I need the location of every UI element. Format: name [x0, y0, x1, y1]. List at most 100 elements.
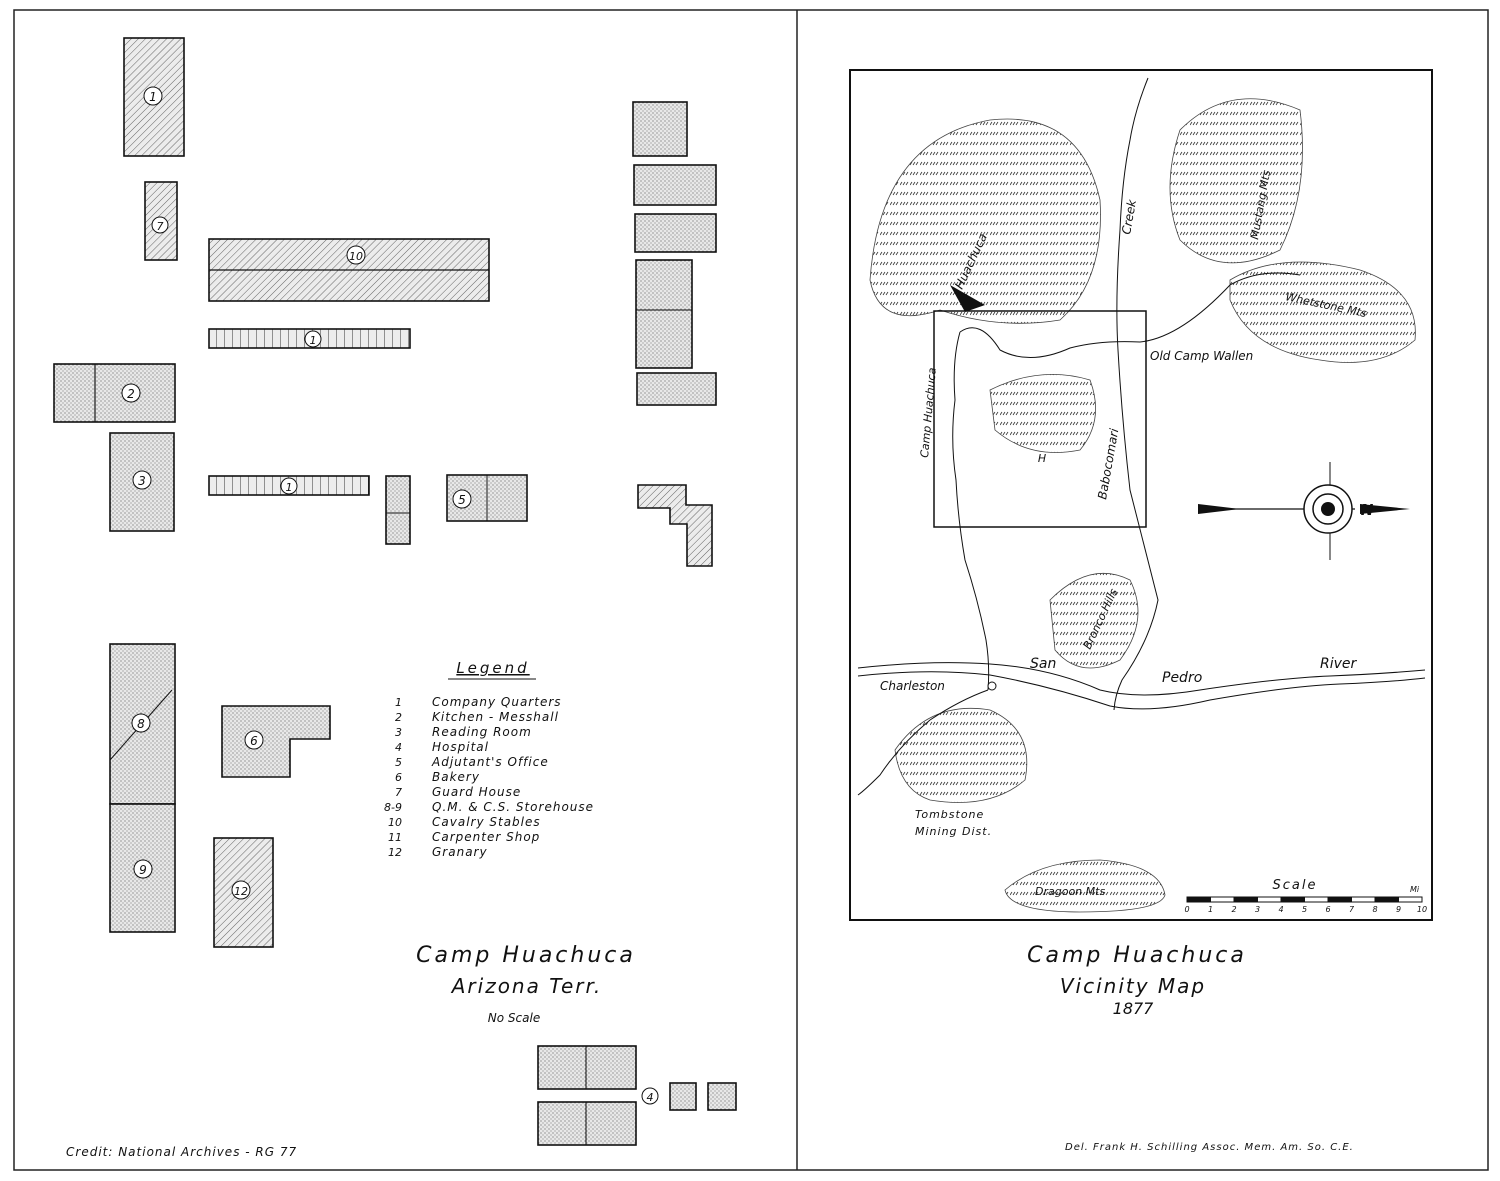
- building-officers-quarters: [633, 164, 717, 206]
- building-officers-quarters: [634, 213, 717, 253]
- scale-title: Scale: [1273, 878, 1318, 893]
- credit-line: Credit: National Archives - RG 77: [66, 1145, 297, 1159]
- legend-label: Carpenter Shop: [432, 830, 540, 844]
- plan-subtitle: Arizona Terr.: [450, 974, 603, 998]
- label-creek: Creek: [1119, 198, 1139, 236]
- building-number: 5: [458, 493, 466, 507]
- building-number: 2: [127, 387, 135, 401]
- legend-number: 5: [395, 756, 402, 769]
- building-4-hospital: [537, 1101, 637, 1146]
- scale-segment: [1210, 896, 1235, 903]
- label-river: River: [1320, 656, 1358, 672]
- scale-segment: [1186, 896, 1211, 903]
- babocomari-creek: [1113, 77, 1159, 711]
- scale-tick-label: 9: [1396, 905, 1401, 914]
- scale-segment: [1374, 896, 1399, 903]
- legend-label: Reading Room: [432, 725, 532, 739]
- building-4-hospital: [537, 1045, 637, 1090]
- legend-label: Q.M. & C.S. Storehouse: [432, 800, 594, 814]
- building-number: 10: [349, 250, 363, 263]
- building-number: 8: [137, 717, 145, 731]
- charleston-marker: [987, 681, 997, 691]
- building-number: 1: [149, 90, 157, 104]
- legend-number: 7: [395, 786, 402, 799]
- scale-tick-label: 4: [1278, 905, 1283, 914]
- post-plan: 1 7 10 1 2 3 1 5: [53, 37, 737, 1159]
- compass-rose-icon: N: [1198, 462, 1410, 560]
- label-hill: H: [1038, 452, 1046, 465]
- scale-tick-label: 0: [1184, 905, 1189, 914]
- building-officers-quarters: [632, 101, 688, 157]
- building-officers-quarters: [636, 372, 717, 406]
- san-pedro-river: [857, 662, 1426, 696]
- legend-label: Kitchen - Messhall: [432, 710, 559, 724]
- scale-tick-label: 5: [1302, 905, 1307, 914]
- label-dragoon: Dragoon Mts: [1035, 885, 1105, 898]
- legend-label: Cavalry Stables: [432, 815, 541, 829]
- scale-segment: [1280, 896, 1305, 903]
- legend-number: 2: [395, 711, 402, 724]
- plan-title: Camp Huachuca: [416, 943, 636, 968]
- building-number: 3: [138, 474, 146, 488]
- north-label: N: [1361, 501, 1374, 519]
- building-number: 1: [310, 334, 317, 347]
- building-officers-quarters: [635, 259, 693, 369]
- legend-number: 6: [395, 771, 402, 784]
- scale-segment: [1257, 896, 1282, 903]
- mountain-shading: [869, 98, 1416, 913]
- legend-label: Adjutant's Office: [431, 755, 549, 769]
- map-subtitle: Vicinity Map: [1060, 974, 1206, 998]
- building-number: 12: [234, 885, 248, 898]
- legend-label: Company Quarters: [432, 695, 562, 709]
- scale-segment: [1233, 896, 1258, 903]
- sheet-frame: [13, 9, 1489, 1171]
- label-tombstone: Tombstone: [915, 808, 984, 821]
- scale-tick-label: 1: [1208, 905, 1213, 914]
- label-old-camp: Old Camp Wallen: [1150, 349, 1253, 363]
- building-hospital-annex: [707, 1082, 737, 1111]
- legend-number: 8-9: [384, 801, 402, 814]
- drafter-credit: Del. Frank H. Schilling Assoc. Mem. Am. …: [1065, 1142, 1354, 1153]
- building-2-messhall: [53, 363, 176, 423]
- scale-segment: [1327, 896, 1352, 903]
- legend-number: 3: [395, 726, 402, 739]
- building-number: 9: [139, 863, 147, 877]
- legend-label: Bakery: [432, 770, 480, 784]
- scale-tick-label: 3: [1255, 905, 1260, 914]
- map-title: Camp Huachuca: [1027, 943, 1247, 968]
- building-number: 6: [250, 734, 258, 748]
- legend-label: Guard House: [432, 785, 521, 799]
- legend-label: Hospital: [432, 740, 489, 754]
- legend-label: Granary: [432, 845, 488, 859]
- scale-tick-label: 7: [1349, 905, 1355, 914]
- tombstone-road: [857, 689, 989, 796]
- road-top: [959, 272, 1301, 359]
- legend-number: 12: [388, 846, 402, 859]
- scale-unit: Mi: [1410, 885, 1420, 894]
- building-outbuilding: [385, 475, 411, 545]
- vicinity-map: N Creek Babocomari Camp Huachuca Huachuc…: [849, 69, 1433, 1153]
- label-babocomari: Babocomari: [1095, 427, 1121, 501]
- building-hospital-annex: [669, 1082, 697, 1111]
- building-number: 4: [647, 1091, 654, 1104]
- building-number: 1: [286, 481, 293, 494]
- scale-tick-label: 2: [1231, 905, 1236, 914]
- label-mining: Mining Dist.: [915, 825, 992, 838]
- building-6-bakery: [221, 705, 331, 778]
- label-pedro: Pedro: [1162, 670, 1202, 686]
- map-year: 1877: [1113, 999, 1155, 1018]
- building-number: 7: [157, 220, 164, 233]
- label-san: San: [1030, 656, 1056, 672]
- scale-segment: [1304, 896, 1329, 903]
- building-stepped: [637, 484, 713, 567]
- camp-marker-icon: [950, 285, 985, 312]
- legend-number: 1: [395, 696, 402, 709]
- legend-number: 4: [395, 741, 402, 754]
- scale-segment: [1351, 896, 1376, 903]
- scale-tick-label: 8: [1372, 905, 1377, 914]
- reservation-boundary: [933, 310, 1147, 528]
- scale-tick-label: 10: [1417, 905, 1427, 914]
- plan-scale-note: No Scale: [488, 1011, 540, 1025]
